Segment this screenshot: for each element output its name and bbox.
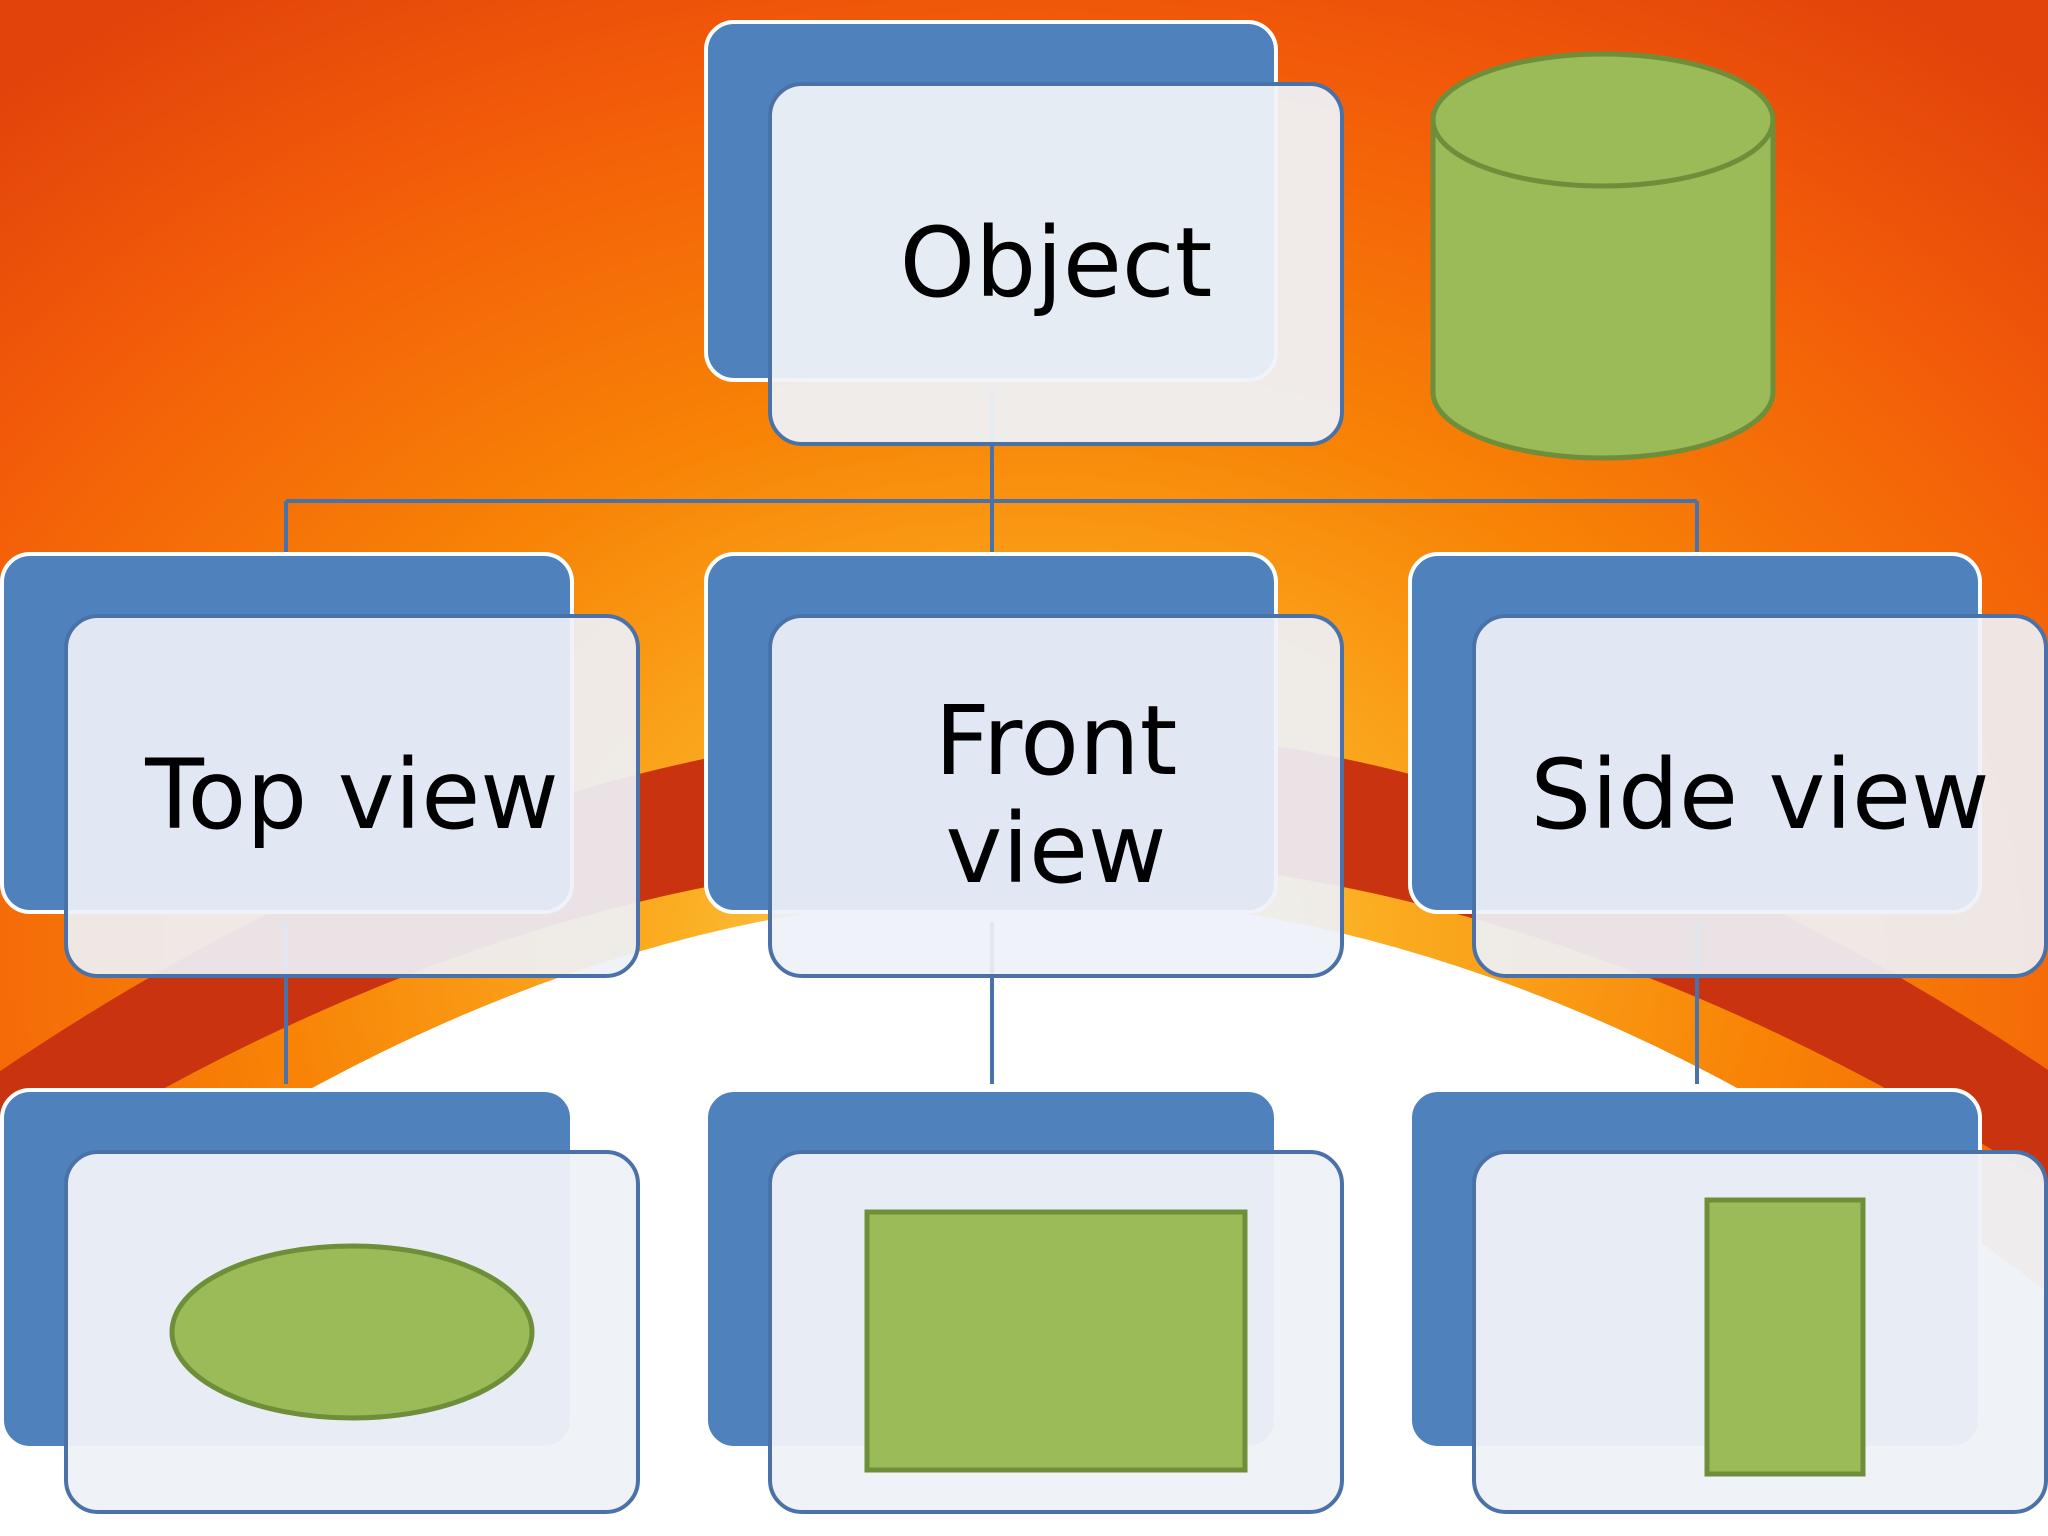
narrow-rectangle-shape (1704, 1197, 1866, 1477)
front-view-card-front: Front view (768, 614, 1344, 978)
object-label: Object (899, 207, 1213, 320)
side-view-shape-card-front (1472, 1150, 2048, 1514)
object-card-front: Object (768, 82, 1344, 446)
front-view-shape-card-front (768, 1150, 1344, 1514)
side-view-card-front: Side view (1472, 614, 2048, 978)
side-view-label: Side view (1530, 739, 1990, 852)
top-view-shape-card-front (64, 1150, 640, 1514)
rectangle-shape (864, 1209, 1248, 1473)
cylinder-shape (1430, 51, 1776, 461)
top-view-card-front: Top view (64, 614, 640, 978)
front-view-label: Front view (934, 685, 1178, 905)
top-view-label: Top view (145, 739, 559, 852)
ellipse-shape (169, 1243, 535, 1421)
